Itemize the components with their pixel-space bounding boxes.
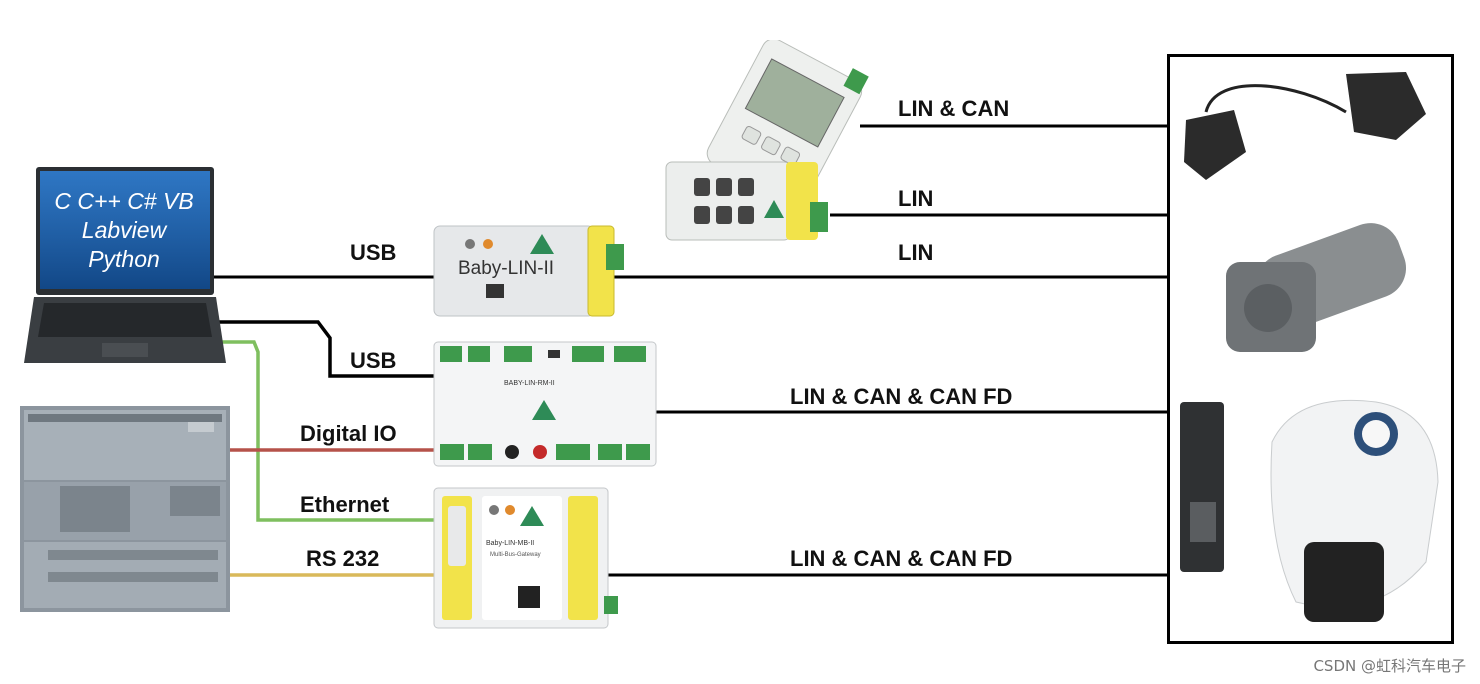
watermark: CSDN @虹科汽车电子 bbox=[1313, 657, 1466, 675]
white-sensor-icon bbox=[1270, 399, 1439, 622]
canfd-label-2: LIN & CAN & CAN FD bbox=[790, 546, 1013, 571]
plc-icon bbox=[20, 406, 230, 612]
rs232-label: RS 232 bbox=[306, 546, 380, 571]
steering-buttons-icon bbox=[1184, 72, 1426, 180]
lin-label-1: LIN bbox=[898, 186, 934, 211]
lin-can-label: LIN & CAN bbox=[898, 96, 1010, 121]
laptop-languages: C C++ C# VB Labview Python bbox=[38, 187, 210, 274]
ethernet-wire bbox=[220, 340, 434, 522]
usb-label-2: USB bbox=[350, 348, 397, 373]
baby-lin-mb-label: Baby-LIN-MB-II bbox=[486, 540, 535, 547]
baby-lin-rm-label: BABY-LIN-RM-II bbox=[504, 380, 555, 387]
baby-lin-mb-device bbox=[433, 487, 618, 629]
canfd-label-1: LIN & CAN & CAN FD bbox=[790, 384, 1013, 409]
motor-icon bbox=[1226, 223, 1407, 352]
laptop-line-1: C C++ C# VB bbox=[54, 188, 194, 214]
laptop-line-3: Python bbox=[88, 246, 160, 272]
usb-wire-2 bbox=[218, 320, 434, 378]
laptop-line-2: Labview bbox=[81, 217, 167, 243]
handheld-keypad-device bbox=[665, 161, 828, 241]
digital-io-label: Digital IO bbox=[300, 421, 397, 446]
ecu-components bbox=[1180, 72, 1439, 622]
baby-lin-rm-device bbox=[433, 341, 657, 467]
ethernet-label: Ethernet bbox=[300, 492, 390, 517]
lin-label-2: LIN bbox=[898, 240, 934, 265]
baby-lin-ii-device bbox=[433, 225, 624, 317]
usb-label-1: USB bbox=[350, 240, 397, 265]
baby-lin-ii-label: Baby-LIN-II bbox=[458, 258, 555, 279]
baby-lin-mb-sublabel: Multi-Bus-Gateway bbox=[490, 552, 541, 558]
sensor-connector-icon bbox=[1180, 402, 1224, 572]
laptop-icon bbox=[24, 167, 226, 363]
